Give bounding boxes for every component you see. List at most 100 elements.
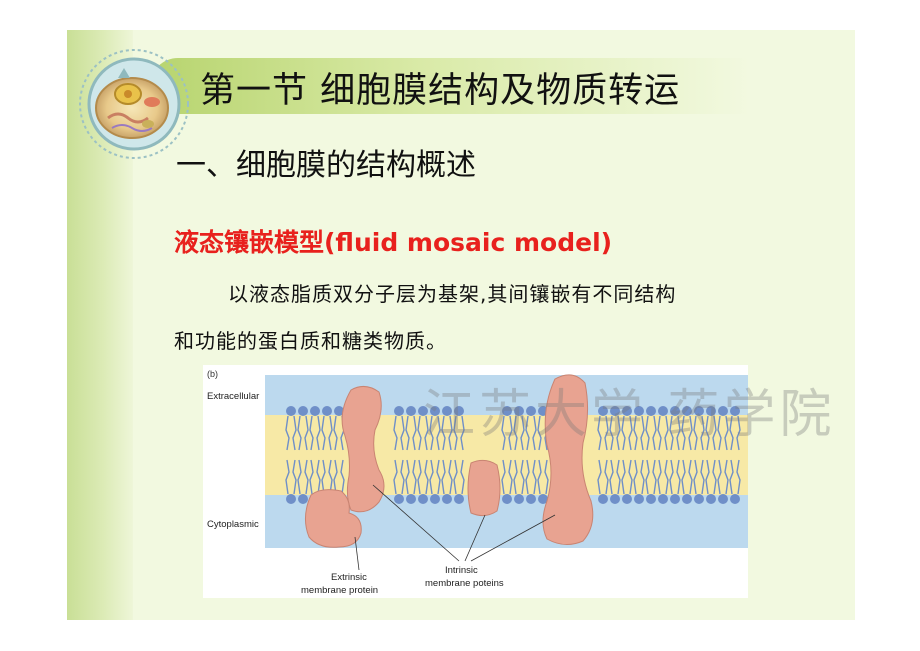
lipid-tail [501,415,513,451]
lipid-tail [321,459,333,495]
lipid-tail [645,415,657,451]
lipid-tail [609,415,621,451]
lipid-head [730,494,740,504]
lipid-head [730,406,740,416]
lipid-tail [453,459,465,495]
lipid-tail [597,415,609,451]
lipid-head [418,494,428,504]
lipid-head [454,406,464,416]
lipid-tail [693,415,705,451]
lipid-tail [645,459,657,495]
lipid-head [502,494,512,504]
lipid-tail [717,459,729,495]
lipid-head [658,406,668,416]
title-bar [150,58,750,114]
lipid-head [646,406,656,416]
cell-illustration-icon [78,48,190,160]
intrinsic-protein-1 [341,386,385,513]
lipid-head [634,494,644,504]
lipid-tail [621,415,633,451]
lipid-tail [597,459,609,495]
lipid-tail [669,415,681,451]
lipid-head [718,406,728,416]
lipid-tail [405,459,417,495]
body-text-line-2: 和功能的蛋白质和糖类物质。 [174,329,447,353]
lipid-tail [333,459,345,495]
lipid-head [622,494,632,504]
lipid-tail [513,459,525,495]
lipid-head [706,494,716,504]
lipid-tail [453,415,465,451]
lipid-tail [609,459,621,495]
lipid-tail [681,459,693,495]
lipid-head [682,494,692,504]
model-heading: 液态镶嵌模型(fluid mosaic model) [174,228,613,257]
lipid-tail [393,459,405,495]
lipid-tail [693,459,705,495]
lipid-head [430,406,440,416]
lipid-tail [633,415,645,451]
lipid-head [334,406,344,416]
lipid-tail [705,415,717,451]
intrinsic-protein-3 [542,374,594,545]
lipid-head [694,406,704,416]
lipid-tail [297,459,309,495]
lipid-head [418,406,428,416]
lipid-head [610,406,620,416]
extrinsic-protein [305,489,362,548]
lipid-head [694,494,704,504]
membrane-proteins [305,374,594,548]
lipid-head [670,406,680,416]
lipid-head [718,494,728,504]
lipid-head [538,494,548,504]
lipid-head [286,494,296,504]
lipid-tail [309,459,321,495]
lipid-head [622,406,632,416]
lipid-tail [297,415,309,451]
lipid-head [442,494,452,504]
extrinsic-label-1: Extrinsic [331,572,367,583]
lipid-head [670,494,680,504]
lipid-bilayer [285,406,741,504]
lipid-head [514,494,524,504]
lipid-tail [429,415,441,451]
lipid-tail [285,415,297,451]
lipid-tail [321,415,333,451]
lipid-head [322,406,332,416]
lipid-head [610,494,620,504]
lipid-head [706,406,716,416]
lipid-tail [417,459,429,495]
lipid-head [526,406,536,416]
lipid-tail [681,415,693,451]
lipid-tail [657,415,669,451]
body-text-line-1: 以液态脂质双分子层为基架,其间镶嵌有不同结构 [228,282,677,306]
lipid-tail [393,415,405,451]
page-title: 第一节 细胞膜结构及物质转运 [200,71,681,111]
section-subtitle: 一、细胞膜的结构概述 [176,148,476,183]
lipid-head [298,494,308,504]
lipid-head [394,494,404,504]
lipid-head [286,406,296,416]
lipid-tail [513,415,525,451]
intrinsic-label-2: membrane poteins [425,578,504,589]
lipid-tail [669,459,681,495]
cytoplasmic-label: Cytoplasmic [207,519,259,530]
lipid-head [526,494,536,504]
lipid-head [634,406,644,416]
lipid-tail [417,415,429,451]
lipid-tail [729,459,741,495]
lipid-tail [525,415,537,451]
extrinsic-label-2: membrane protein [301,585,378,596]
lipid-tail [441,459,453,495]
lipid-tail [285,459,297,495]
lipid-head [310,406,320,416]
lipid-tail [525,459,537,495]
watermark-text: 江苏大学 药学院 [423,385,836,445]
lipid-head [430,494,440,504]
lipid-head [298,406,308,416]
lipid-head [406,406,416,416]
lipid-head [658,494,668,504]
lipid-head [394,406,404,416]
lipid-head [682,406,692,416]
lipid-head [646,494,656,504]
